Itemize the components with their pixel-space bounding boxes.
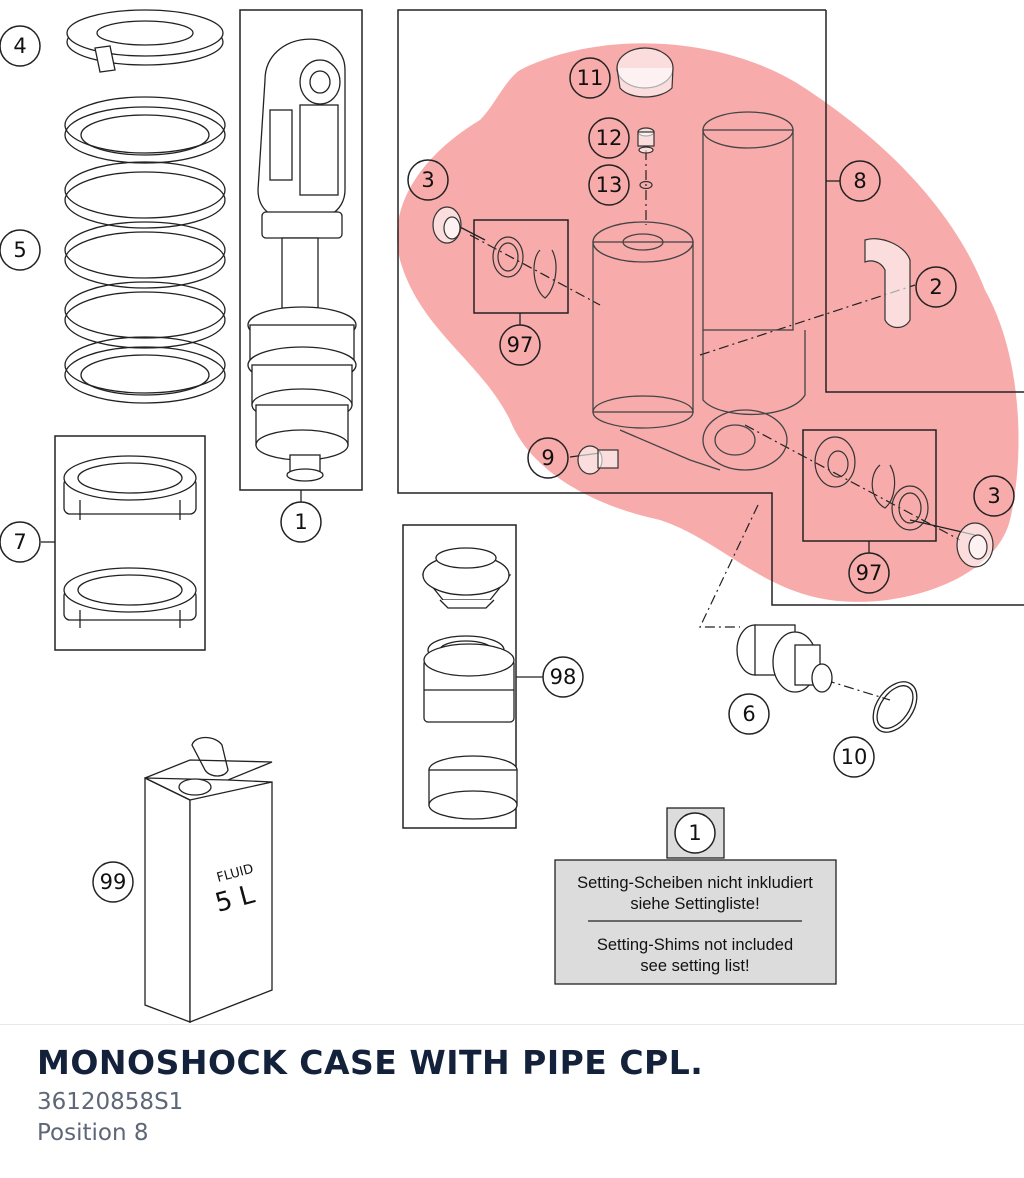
svg-text:8: 8 — [853, 169, 866, 193]
svg-text:99: 99 — [100, 870, 127, 894]
svg-text:2: 2 — [929, 275, 942, 299]
callout-98[interactable]: 98 — [542, 656, 584, 698]
callouts: 4 5 7 1 11 12 13 3 8 2 97 9 3 97 98 6 10… — [0, 25, 1015, 903]
callout-9[interactable]: 9 — [527, 437, 569, 479]
callout-1[interactable]: 1 — [280, 501, 322, 543]
part-3-bushing-left[interactable] — [432, 206, 462, 244]
callout-97-left[interactable]: 97 — [499, 324, 541, 366]
callout-1-note[interactable]: 1 — [674, 812, 716, 854]
callout-5[interactable]: 5 — [0, 229, 41, 271]
part-6-adjuster-valve[interactable] — [736, 624, 833, 693]
note-en-line2: see setting list! — [640, 957, 749, 975]
callout-7[interactable]: 7 — [0, 521, 41, 563]
svg-text:3: 3 — [421, 168, 434, 192]
svg-text:13: 13 — [596, 173, 623, 197]
note-de-line1: Setting-Scheiben nicht inkludiert — [577, 874, 813, 892]
svg-text:1: 1 — [688, 821, 701, 845]
group-box-8 — [397, 9, 1024, 606]
part-5-spring[interactable] — [64, 96, 226, 404]
callout-97-right[interactable]: 97 — [848, 552, 890, 594]
part-1-piston-rod[interactable] — [247, 38, 357, 482]
callout-10[interactable]: 10 — [833, 736, 875, 778]
callout-6[interactable]: 6 — [728, 693, 770, 735]
note-box — [554, 859, 837, 985]
callout-99[interactable]: 99 — [92, 861, 134, 903]
exploded-parts-diagram: FLUID 5 L Setting-Scheiben nicht inkludi… — [0, 9, 1024, 1023]
part-title: MONOSHOCK CASE WITH PIPE CPL. — [37, 1043, 704, 1082]
svg-text:11: 11 — [577, 66, 604, 90]
part-9-valve[interactable] — [577, 445, 619, 475]
part-8-monoshock-case[interactable] — [592, 111, 806, 471]
callout-4[interactable]: 4 — [0, 25, 41, 67]
part-4-spring-retainer[interactable] — [66, 9, 224, 73]
highlight-region[interactable] — [397, 43, 1019, 602]
callout-3-right[interactable]: 3 — [973, 475, 1015, 517]
svg-text:1: 1 — [294, 510, 307, 534]
svg-text:10: 10 — [841, 745, 868, 769]
callout-8[interactable]: 8 — [839, 160, 881, 202]
svg-text:6: 6 — [742, 702, 755, 726]
part-number: 36120858S1 — [37, 1089, 184, 1115]
callout-2[interactable]: 2 — [915, 266, 957, 308]
callout-3-left[interactable]: 3 — [407, 159, 449, 201]
svg-text:97: 97 — [856, 561, 883, 585]
svg-text:12: 12 — [596, 126, 623, 150]
callout-11[interactable]: 11 — [569, 57, 611, 99]
part-2-clip[interactable] — [864, 238, 911, 329]
svg-text:9: 9 — [541, 446, 554, 470]
group-box-97a — [473, 219, 569, 314]
group-box-7 — [54, 435, 206, 651]
svg-text:97: 97 — [507, 333, 534, 357]
part-12-valve[interactable] — [637, 127, 655, 154]
part-7-adjuster-rings[interactable] — [63, 455, 197, 628]
part-10-o-ring[interactable] — [864, 674, 926, 741]
part-13-seal[interactable] — [639, 180, 653, 190]
svg-text:98: 98 — [550, 665, 577, 689]
group-box-8-right — [825, 10, 1024, 393]
svg-text:3: 3 — [987, 484, 1000, 508]
svg-text:7: 7 — [13, 530, 26, 554]
part-info-panel: MONOSHOCK CASE WITH PIPE CPL. 36120858S1… — [0, 1024, 1024, 1178]
part-97-rings-left[interactable] — [492, 236, 557, 299]
svg-text:5: 5 — [13, 238, 26, 262]
svg-text:4: 4 — [13, 34, 26, 58]
part-3-bushing-right[interactable] — [956, 522, 994, 568]
note-de-line2: siehe Settingliste! — [630, 895, 759, 913]
part-97-rings-right[interactable] — [814, 436, 929, 531]
part-11-cap[interactable] — [616, 47, 674, 98]
part-99-fluid-canister[interactable] — [144, 736, 273, 1023]
callout-12[interactable]: 12 — [588, 117, 630, 159]
callout-13[interactable]: 13 — [588, 164, 630, 206]
note-en-line1: Setting-Shims not included — [597, 936, 793, 954]
part-position: Position 8 — [37, 1120, 149, 1146]
part-98-seal-set[interactable] — [421, 547, 518, 820]
